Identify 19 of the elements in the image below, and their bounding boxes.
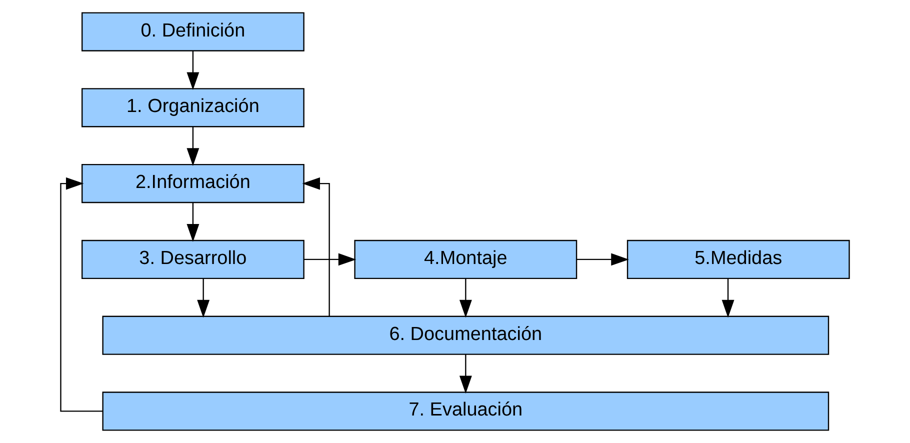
arrow xyxy=(459,278,472,318)
node-box: 2.Información xyxy=(82,164,304,204)
arrow xyxy=(302,177,330,316)
node-box: 4.Montaje xyxy=(354,240,578,279)
arrow xyxy=(186,50,200,90)
node-box: 3. Desarrollo xyxy=(82,240,304,279)
arrow xyxy=(722,278,734,318)
node-box: 0. Definición xyxy=(82,12,304,52)
arrow xyxy=(186,202,200,242)
arrow xyxy=(576,253,629,266)
arrow xyxy=(197,278,210,318)
arrow xyxy=(186,126,200,166)
arrow xyxy=(459,354,472,394)
arrow xyxy=(60,177,103,412)
node-box: 7. Evaluación xyxy=(102,392,830,431)
node-box: 5.Medidas xyxy=(626,240,850,279)
node-box: 1. Organización xyxy=(82,88,304,128)
node-box: 6. Documentación xyxy=(102,316,830,355)
arrow xyxy=(304,253,356,266)
